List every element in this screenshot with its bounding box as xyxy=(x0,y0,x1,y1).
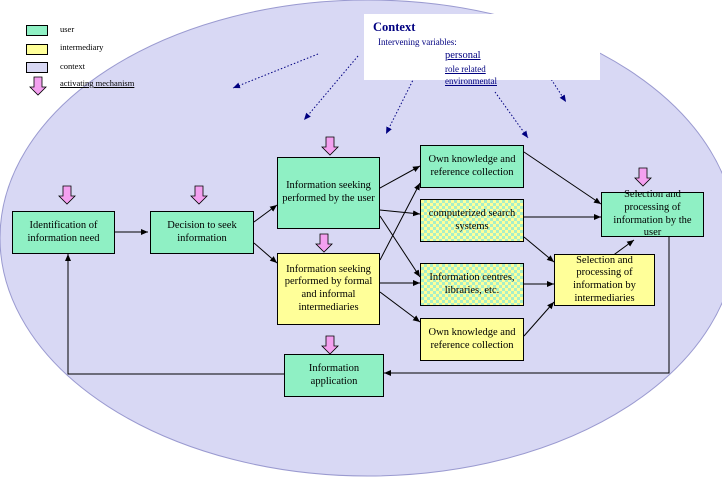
node-own-knowledge-2: Own knowledge and reference collection xyxy=(420,318,524,361)
context-title: Context xyxy=(373,20,416,34)
legend-label-intermediary: intermediary xyxy=(60,42,104,52)
activating-arrows xyxy=(29,76,652,355)
legend-swatch-user xyxy=(26,25,48,36)
node-seeking-user: Information seeking performed by the use… xyxy=(277,157,380,229)
context-item-personal: personal xyxy=(445,50,481,61)
node-identification: Identification of information need xyxy=(12,211,115,254)
node-seeking-intermediaries: Information seeking performed by formal … xyxy=(277,253,380,325)
legend-label-context: context xyxy=(60,61,86,71)
legend-swatch-intermediary xyxy=(26,44,48,55)
legend-label-activating: activating mechanism xyxy=(60,78,135,88)
context-item-role-related: role related xyxy=(445,64,486,74)
context-subtitle: Intervening variables: xyxy=(378,37,457,47)
node-information-centres: Information centres, libraries, etc. xyxy=(420,263,524,306)
node-own-knowledge-1: Own knowledge and reference collection xyxy=(420,145,524,188)
context-panel xyxy=(364,14,600,80)
node-selection-intermediaries: Selection and processing of information … xyxy=(554,254,655,306)
node-selection-user: Selection and processing of information … xyxy=(601,189,704,238)
flow-arrows xyxy=(65,151,670,376)
node-decision: Decision to seek information xyxy=(150,211,254,254)
legend-swatch-context xyxy=(26,62,48,73)
legend-label-user: user xyxy=(60,24,75,34)
node-computerized-search: computerized search systems xyxy=(420,199,524,242)
context-influence-arrows xyxy=(232,53,567,139)
context-item-environmental: environmental xyxy=(445,76,497,86)
node-application: Information application xyxy=(284,354,384,397)
